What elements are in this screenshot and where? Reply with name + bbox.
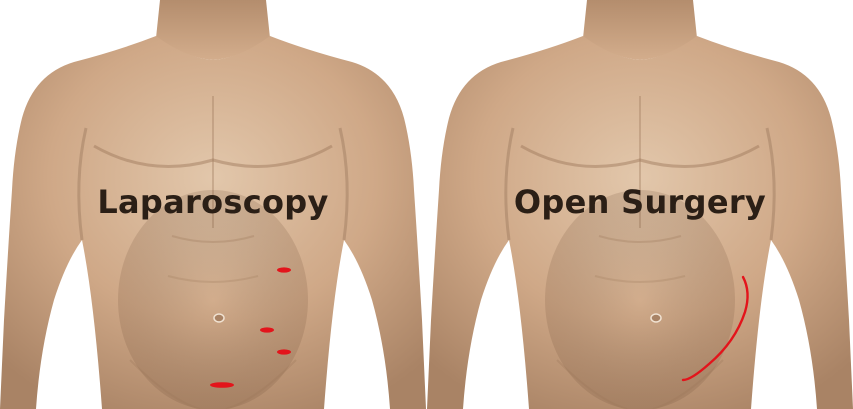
open-surgery-label: Open Surgery (427, 182, 853, 222)
navel-icon (651, 314, 661, 322)
incision-mark (210, 382, 234, 388)
open-surgery-panel: Open Surgery (427, 0, 853, 409)
incision-mark (277, 349, 291, 354)
navel-icon (214, 314, 224, 322)
laparoscopy-panel: Laparoscopy (0, 0, 426, 409)
incision-mark (260, 327, 274, 332)
laparoscopy-label: Laparoscopy (0, 182, 426, 222)
incision-mark (277, 267, 291, 272)
